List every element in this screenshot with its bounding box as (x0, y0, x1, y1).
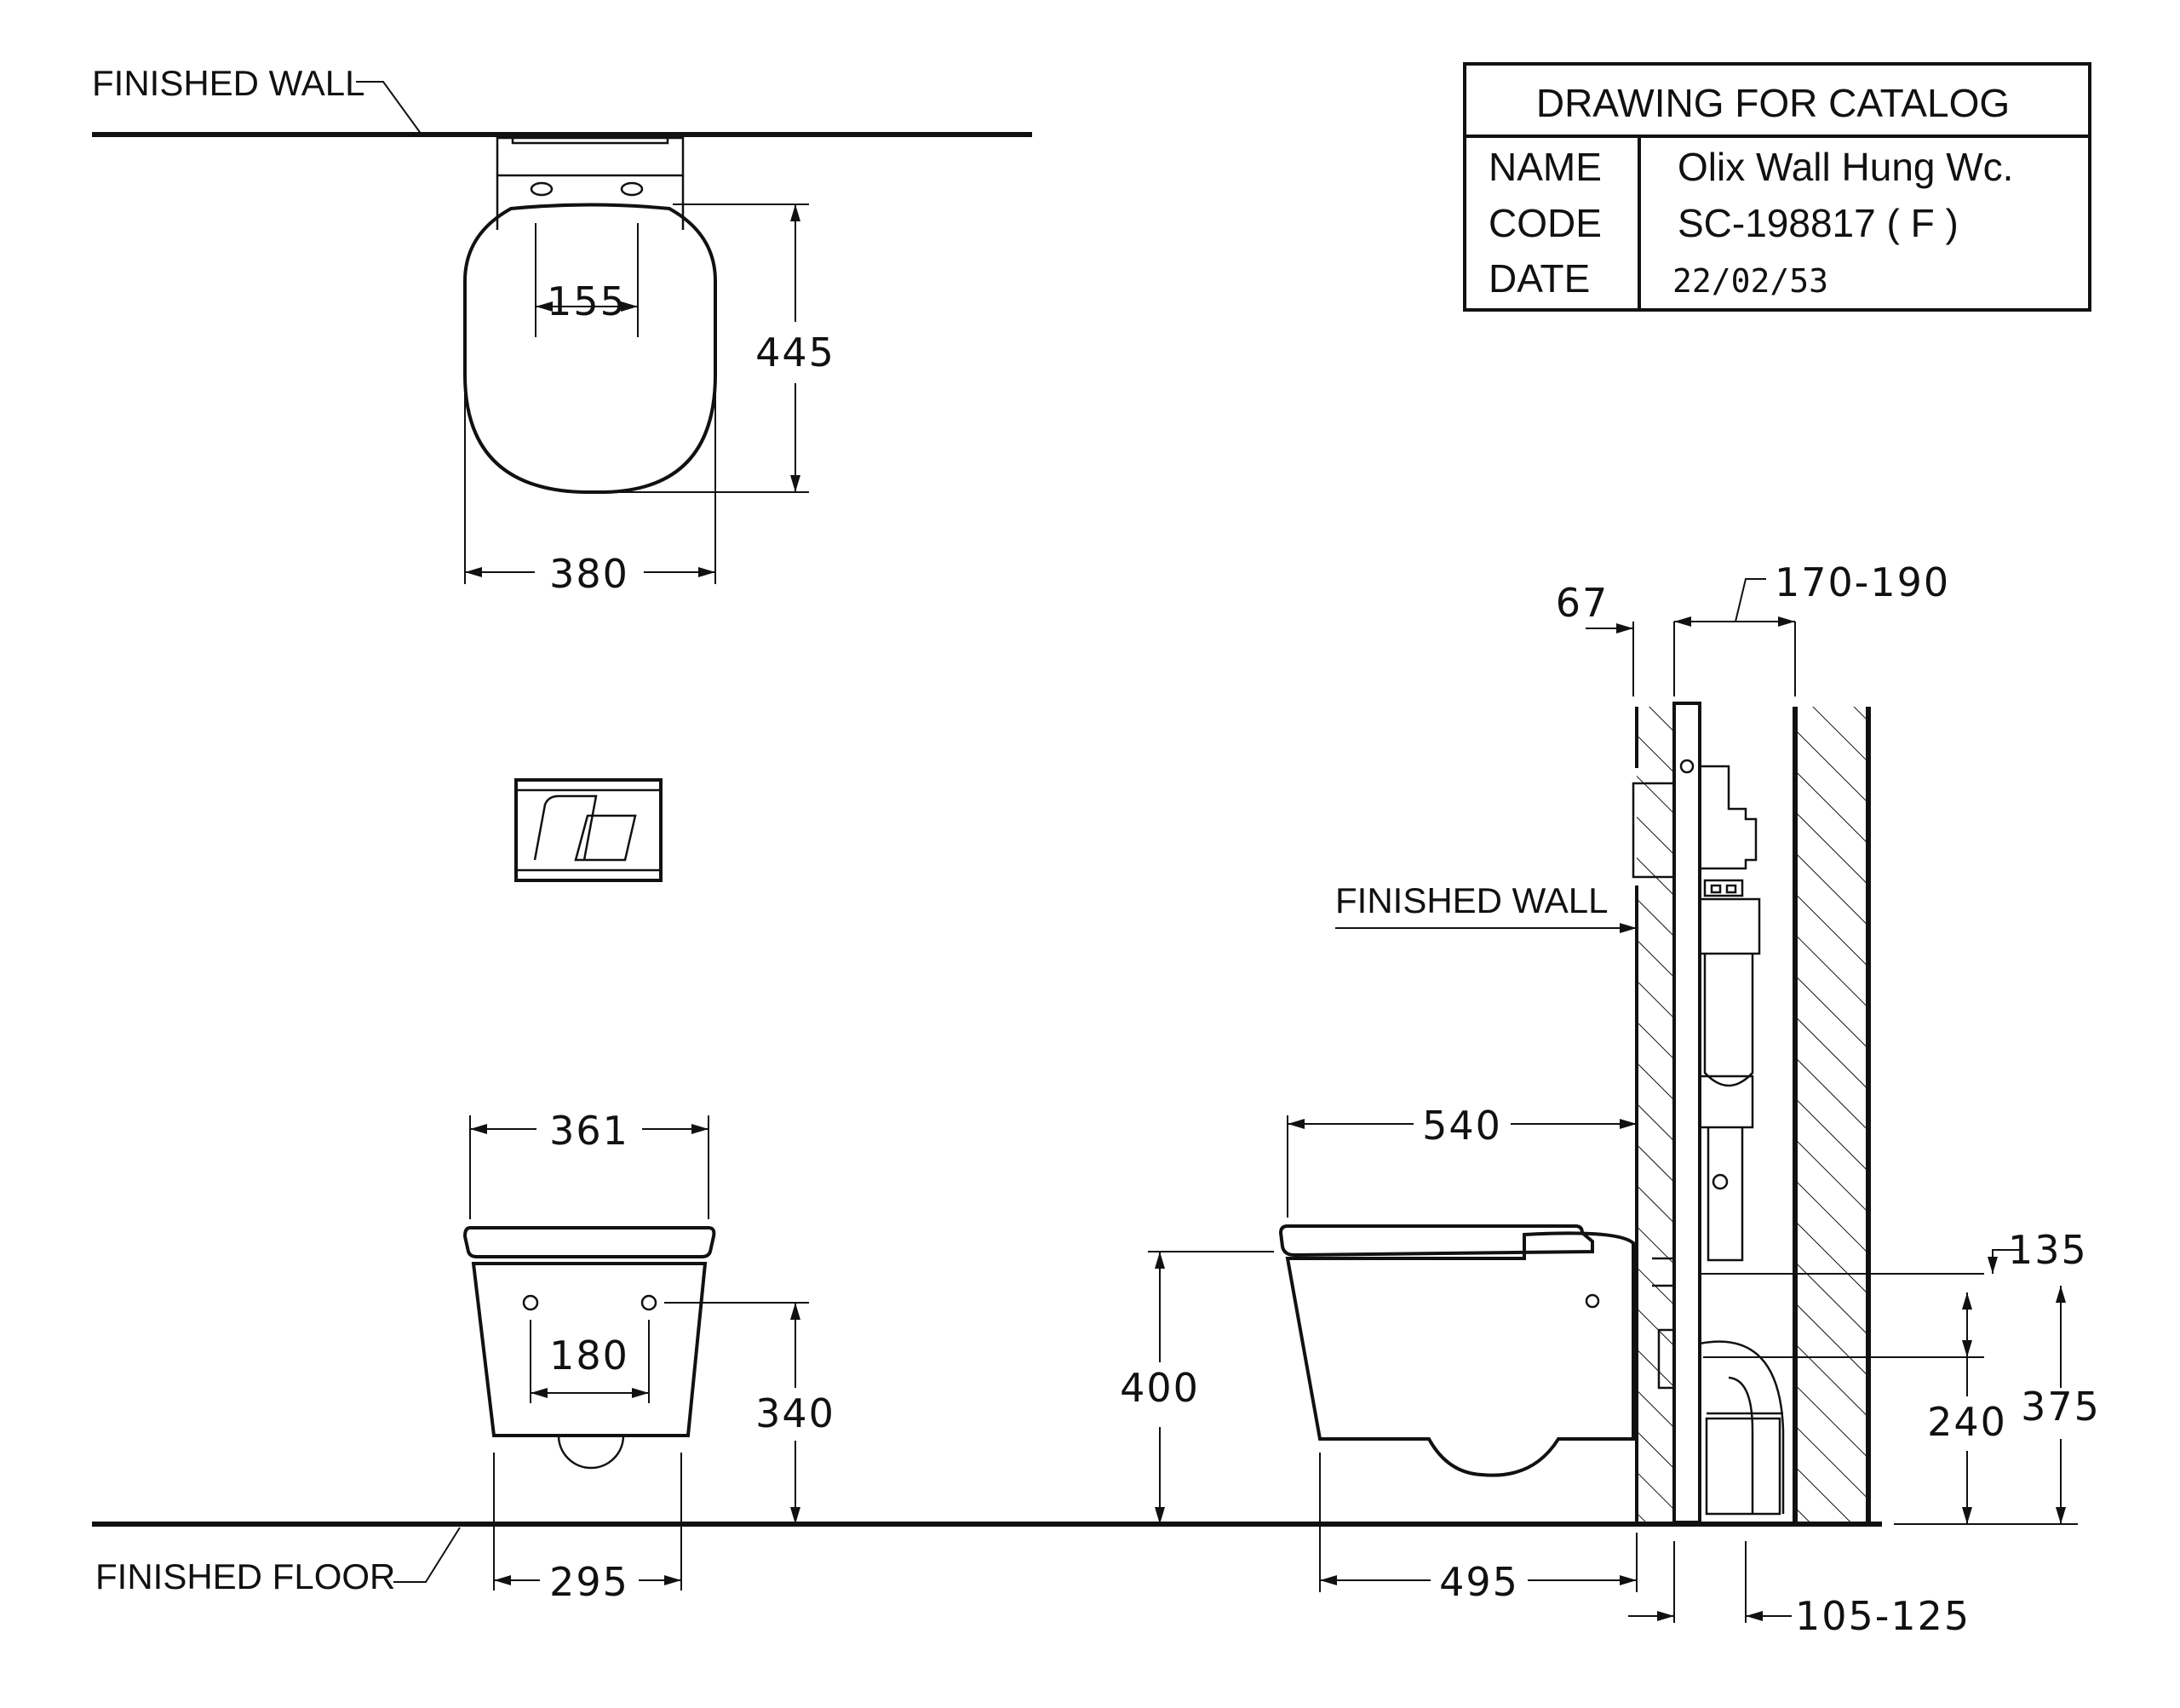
dim-side-135: 135 (2008, 1227, 2088, 1273)
dim-side-67: 67 (1556, 580, 1609, 626)
flush-button-left (533, 794, 598, 861)
dim-front-361: 361 (549, 1108, 629, 1154)
front-seat-lid (462, 1226, 716, 1258)
dim-side-375: 375 (2021, 1384, 2101, 1430)
dim-top-155: 155 (547, 278, 627, 324)
bolt-hole-right (640, 1294, 657, 1311)
dim-front-295: 295 (549, 1559, 629, 1605)
front-view: 361 180 340 295 (462, 1108, 835, 1605)
title-block: DRAWING FOR CATALOG NAME Olix Wall Hung … (1463, 62, 2091, 312)
finished-floor-label: FINISHED FLOOR (95, 1556, 395, 1596)
title-block-date-key: DATE (1489, 256, 1590, 301)
title-block-date-value: 22/02/53 (1672, 262, 1828, 300)
finished-wall-label-top: FINISHED WALL (92, 63, 365, 103)
finished-wall-label-side: FINISHED WALL (1335, 880, 1609, 920)
title-block-code-key: CODE (1489, 201, 1602, 245)
side-seat-lid (1278, 1224, 1594, 1258)
title-block-code-value: SC-198817 ( F ) (1678, 201, 1959, 245)
bowl-top-outline (463, 203, 717, 494)
dim-front-340: 340 (755, 1390, 835, 1436)
dim-top-380: 380 (549, 551, 629, 597)
flush-plate (514, 778, 663, 882)
front-bowl (471, 1262, 708, 1437)
dim-side-400: 400 (1120, 1365, 1200, 1411)
top-view: FINISHED WALL 155 445 380 (92, 63, 1032, 597)
title-block-name-key: NAME (1489, 145, 1602, 189)
installation-frame (1672, 702, 1701, 1524)
dim-side-105-125: 105-125 (1795, 1593, 1971, 1639)
bolt-hole-left (522, 1294, 539, 1311)
flush-button-right (574, 814, 637, 862)
leader-line (356, 81, 422, 135)
dim-side-240: 240 (1927, 1399, 2007, 1445)
side-bowl (1285, 1231, 1635, 1477)
side-view: FINISHED WALL 540 400 495 (1120, 559, 2101, 1639)
dim-side-170-190: 170-190 (1775, 559, 1950, 605)
dim-side-540: 540 (1422, 1103, 1502, 1149)
title-block-heading: DRAWING FOR CATALOG (1536, 81, 2010, 125)
title-block-name-value: Olix Wall Hung Wc. (1678, 145, 2013, 189)
dim-side-495: 495 (1439, 1559, 1519, 1605)
dim-top-445: 445 (755, 330, 835, 375)
dim-front-180: 180 (549, 1333, 629, 1378)
